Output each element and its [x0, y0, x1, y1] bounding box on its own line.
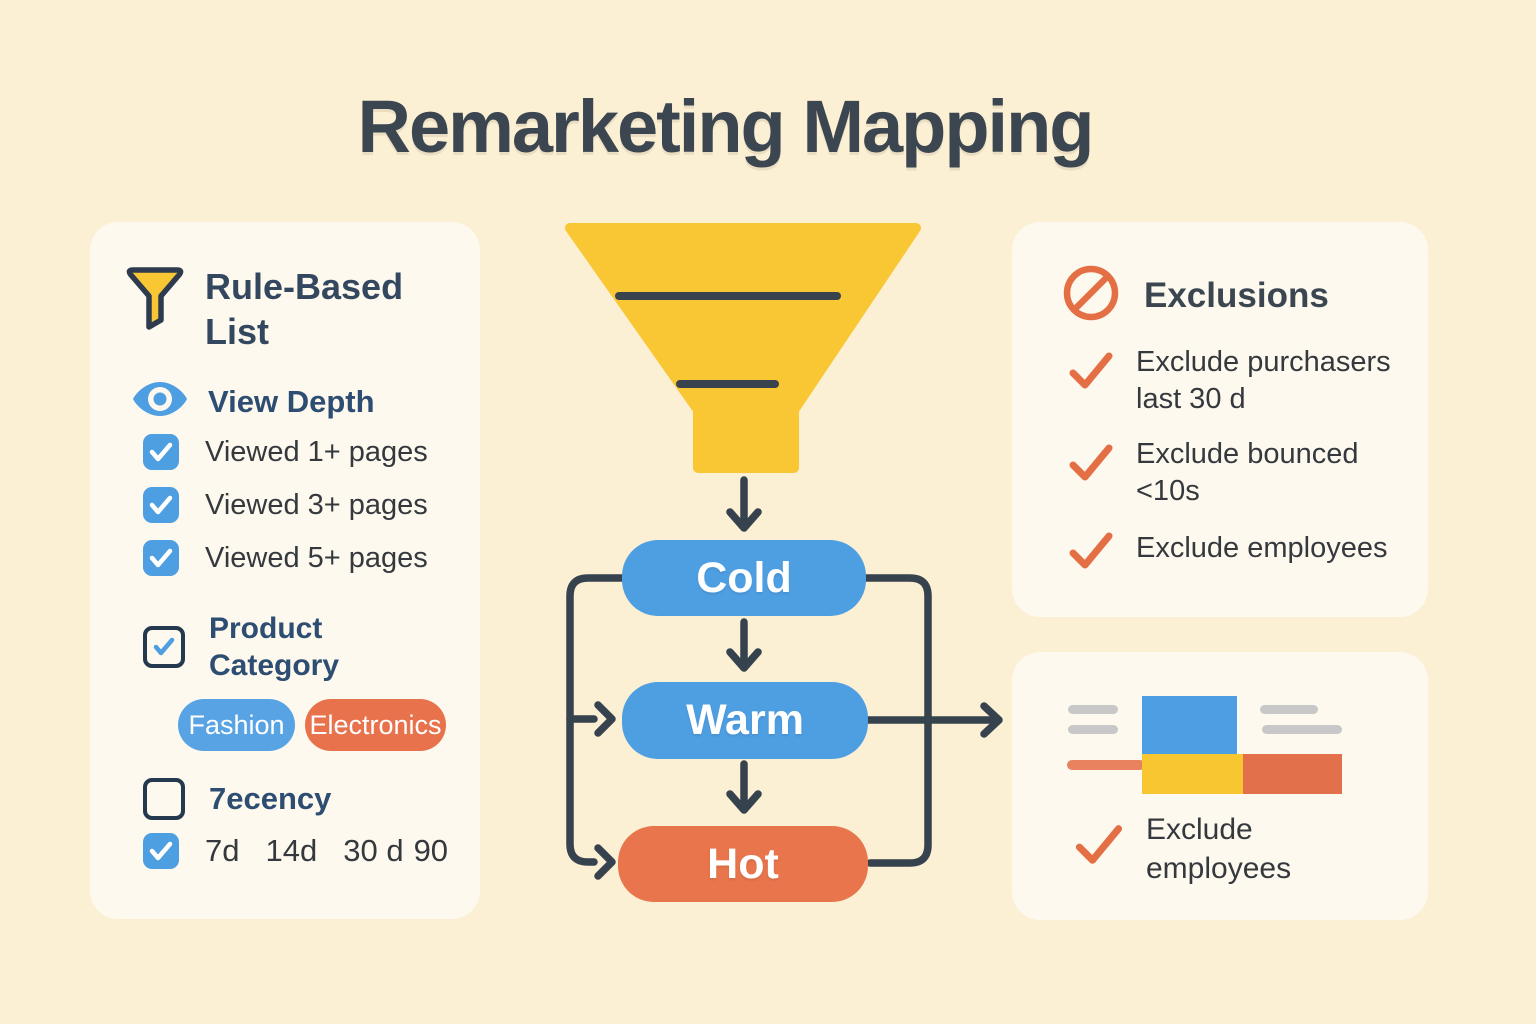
- rule-based-list-panel: Rule-Based List View Depth Viewed 1+ pag…: [90, 222, 480, 919]
- exclusion-label: Exclude employees: [1136, 532, 1388, 564]
- orange-line-bar: [1067, 760, 1145, 770]
- exclusion-label: Exclude purchasers last 30 d: [1136, 346, 1391, 415]
- exclusion-item: Exclude employees: [1068, 530, 1421, 575]
- flow-stage-hot: Hot: [618, 826, 868, 902]
- checkbox-checked-icon[interactable]: [143, 833, 179, 869]
- summary-label: Exclude employees: [1146, 813, 1292, 885]
- view-depth-label: View Depth: [208, 383, 375, 419]
- exclusions-panel: Exclusions Exclude purchasers last 30 d …: [1012, 222, 1428, 617]
- text-line-bar: [1262, 725, 1342, 734]
- tag-row: Fashion Electronics: [178, 699, 458, 751]
- checkbox-checked-icon[interactable]: [143, 540, 179, 576]
- funnel-icon: [125, 264, 185, 337]
- checkbox-outline-checked-icon[interactable]: [143, 626, 185, 668]
- yellow-block: [1142, 754, 1243, 794]
- recency-option-7d[interactable]: 7d: [205, 833, 240, 868]
- recency-label: 7ecency: [209, 781, 332, 816]
- flow-stage-warm: Warm: [622, 682, 868, 759]
- exclusion-item: Exclude bounced <10s: [1068, 436, 1401, 510]
- recency-values-row: 7d 14d 30 d 90: [143, 833, 448, 869]
- text-line-bar: [1068, 705, 1118, 714]
- checkmark-icon[interactable]: [1068, 352, 1114, 395]
- funnel-flow-diagram: [565, 223, 1003, 880]
- summary-item: Exclude employees: [1074, 810, 1316, 888]
- panel-title: Rule-Based List: [205, 266, 404, 352]
- exclusion-label: Exclude bounced <10s: [1136, 438, 1359, 507]
- check-row-viewed-5: Viewed 5+ pages: [143, 540, 428, 576]
- orange-block: [1243, 754, 1342, 794]
- exclusions-header: Exclusions: [1062, 264, 1329, 327]
- check-row-viewed-1: Viewed 1+ pages: [143, 434, 428, 470]
- page-title: Remarketing Mapping: [357, 85, 1095, 168]
- check-label: Viewed 3+ pages: [205, 488, 428, 521]
- check-row-viewed-3: Viewed 3+ pages: [143, 487, 428, 523]
- recency-option-14d[interactable]: 14d: [265, 833, 318, 868]
- summary-panel: Exclude employees: [1012, 652, 1428, 920]
- checkmark-icon[interactable]: [1068, 532, 1114, 575]
- product-category-row: Product Category: [143, 610, 384, 684]
- funnel-shape: [565, 223, 921, 473]
- eye-icon: [132, 380, 188, 423]
- audience-bars-graphic: [1012, 652, 1428, 802]
- checkbox-checked-icon[interactable]: [143, 434, 179, 470]
- tag-electronics[interactable]: Electronics: [305, 699, 446, 751]
- exclusion-item: Exclude purchasers last 30 d: [1068, 344, 1401, 418]
- checkmark-icon[interactable]: [1068, 444, 1114, 487]
- panel-header: Rule-Based List: [125, 264, 440, 354]
- blue-block: [1142, 696, 1237, 754]
- text-line-bar: [1260, 705, 1318, 714]
- flow-stage-cold: Cold: [622, 540, 866, 616]
- tag-fashion[interactable]: Fashion: [178, 699, 295, 751]
- recency-option-30d[interactable]: 30 d: [343, 833, 404, 868]
- check-label: Viewed 5+ pages: [205, 541, 428, 574]
- recency-row: 7ecency: [143, 778, 331, 820]
- no-entry-icon: [1062, 264, 1120, 327]
- view-depth-row: View Depth: [132, 380, 375, 423]
- checkbox-outline-empty-icon[interactable]: [143, 778, 185, 820]
- recency-option-90[interactable]: 90: [413, 833, 449, 868]
- checkbox-checked-icon[interactable]: [143, 487, 179, 523]
- product-category-label: Product Category: [209, 612, 340, 682]
- check-label: Viewed 1+ pages: [205, 435, 428, 468]
- text-line-bar: [1068, 725, 1118, 734]
- exclusions-title: Exclusions: [1144, 275, 1329, 315]
- checkmark-icon[interactable]: [1074, 824, 1124, 871]
